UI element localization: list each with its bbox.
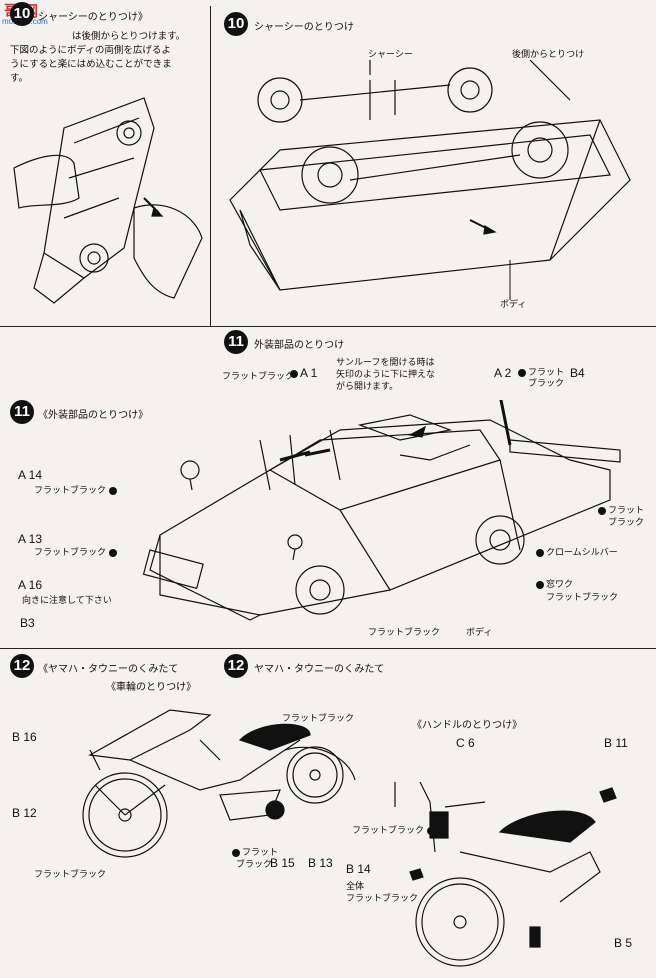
step10-left-text1: は後側からとりつけます。 [72, 31, 186, 42]
step12-right-number: 12 [224, 654, 248, 678]
paint-dot-icon [108, 548, 117, 557]
horizontal-divider-2 [0, 648, 656, 649]
paint-wheel-label: フラットブラック [34, 870, 107, 880]
part-b16: B 16 [12, 730, 37, 744]
paint-dot-icon [290, 369, 298, 378]
step11-left-title: 《外装部品のとりつけ》 [38, 410, 149, 421]
step10-left-number: 10 [10, 2, 34, 26]
horizontal-divider-1 [0, 326, 656, 327]
part-b14: B 14 [346, 862, 371, 876]
paint-dot-icon [108, 486, 117, 495]
part-b13: B 13 [308, 856, 333, 870]
sunroof-note-1: サンルーフを開ける時は [336, 358, 435, 368]
bottom-paint-label: フラットブラック [368, 628, 441, 638]
part-c6: C 6 [456, 736, 475, 750]
all-paint-label: フラットブラック [346, 894, 419, 904]
part-a2-paint: フラット [518, 368, 564, 378]
step12-left-title: 《ヤマハ・タウニーのくみたて [38, 664, 179, 675]
step12-right-title: ヤマハ・タウニーのくみたて [254, 664, 385, 675]
chassis-label: シャーシー [368, 50, 413, 60]
rear-mount-label: 後側からとりつけ [512, 50, 585, 60]
paint-dot-icon [536, 580, 544, 589]
window-frame-label: 窓ワク [536, 580, 573, 590]
step11-right-title: 外装部品のとりつけ [254, 340, 345, 351]
part-b4-paint-1: フラット [598, 506, 644, 516]
paint-engine-label-1: フラット [232, 848, 278, 858]
step10-left-text4: す。 [10, 73, 29, 84]
part-b4: B4 [570, 366, 585, 380]
paint-dot-icon [232, 848, 240, 857]
body-label-11: ボディ [466, 628, 493, 638]
part-a16: A 16 [18, 578, 43, 592]
step11-left-number: 11 [10, 400, 34, 424]
car-exterior-illustration [142, 400, 621, 621]
step10-right-number: 10 [224, 12, 248, 36]
step12-right-subtitle: 《ハンドルのとりつけ》 [412, 720, 523, 731]
step12-left-number: 12 [10, 654, 34, 678]
paint-dot-icon [598, 506, 606, 515]
paint-dot-icon [536, 548, 544, 557]
part-a13-paint: フラットブラック [34, 548, 119, 558]
part-a2: A 2 [494, 366, 512, 380]
window-frame-paint: フラットブラック [546, 593, 619, 603]
part-a14: A 14 [18, 468, 43, 482]
moped-handle-illustration [394, 781, 617, 967]
part-a1: A 1 [290, 366, 317, 380]
hands-car-illustration [13, 97, 203, 304]
chassis-body-illustration [229, 60, 631, 300]
part-a13: A 13 [18, 532, 43, 546]
step10-left-text2: 下図のようにボディの両側を広げるよ [10, 45, 171, 56]
part-a2-paint-2: ブラック [528, 379, 565, 389]
step10-right-title: シャーシーのとりつけ [254, 22, 354, 33]
step10-left-title: シャーシーのとりつけ》 [38, 12, 148, 23]
paint-dot-icon [518, 368, 526, 377]
column-divider [210, 6, 211, 326]
paint-engine-label-2: ブラック [236, 860, 273, 870]
paint-top-label: フラットブラック [282, 714, 355, 724]
part-a16-note: 向きに注意して下さい [22, 596, 112, 606]
step10-left-text3: うにすると楽にはめ込むことができま [10, 59, 172, 70]
sunroof-note-2: 矢印のように下に押えな [336, 370, 436, 380]
part-b4-paint-2: ブラック [608, 518, 645, 528]
step12-left-subtitle: 《車輪のとりつけ》 [106, 682, 197, 693]
part-b11: B 11 [604, 736, 628, 750]
part-b12: B 12 [12, 806, 37, 820]
chrome-silver-label: クロームシルバー [536, 548, 618, 558]
part-b15: B 15 [270, 856, 295, 870]
body-label-10: ボディ [500, 300, 527, 310]
sunroof-note-3: がら開けます。 [336, 382, 399, 392]
part-b5: B 5 [614, 936, 633, 950]
step11-right-number: 11 [224, 330, 248, 354]
all-label: 全体 [346, 882, 365, 892]
part-a14-paint: フラットブラック [34, 486, 119, 496]
moped-wheel-illustration [82, 709, 356, 858]
part-a1-paint: フラットブラック [222, 372, 295, 382]
part-b3: B3 [20, 616, 35, 630]
